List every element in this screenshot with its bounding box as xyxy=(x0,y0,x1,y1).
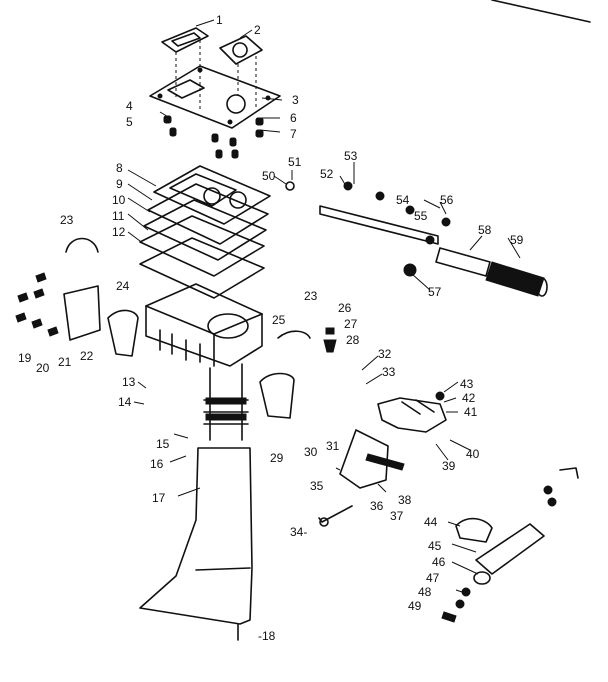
part-label-31: 31 xyxy=(326,439,340,453)
screws-parts-4-7 xyxy=(163,115,264,159)
swivel-bracket-parts-41-43 xyxy=(377,391,447,433)
part-label-50: 50 xyxy=(262,169,276,183)
part-label-9: 9 xyxy=(116,177,123,191)
part-label-23-right: 23 xyxy=(304,289,318,303)
part-label-33: 33 xyxy=(382,365,396,379)
part-label-29: 29 xyxy=(270,451,284,465)
part-label-5: 5 xyxy=(126,115,133,129)
part-label-12: 12 xyxy=(112,225,126,239)
part-label-20: 20 xyxy=(36,361,50,375)
cover-plate-part-1 xyxy=(161,27,209,53)
part-label-1: 1 xyxy=(216,13,223,27)
part-label-57: 57 xyxy=(428,285,442,299)
lower-leg-part-17 xyxy=(139,447,253,641)
pin-part-34 xyxy=(318,505,353,523)
part-label-49: 49 xyxy=(408,599,422,613)
part-label-54: 54 xyxy=(396,193,410,207)
part-label-32: 32 xyxy=(378,347,392,361)
part-label-2: 2 xyxy=(254,23,261,37)
part-label-34: 34- xyxy=(290,525,308,539)
part-label-22: 22 xyxy=(80,349,94,363)
nut-part-50 xyxy=(285,181,295,191)
part-label-14: 14 xyxy=(118,395,132,409)
part-label-26: 26 xyxy=(338,301,352,315)
part-label-11: 11 xyxy=(112,209,125,223)
part-label-52: 52 xyxy=(320,167,334,181)
housing xyxy=(145,283,263,367)
part-label-27: 27 xyxy=(344,317,358,331)
part-label-17: 17 xyxy=(152,491,166,505)
clip-part-24 xyxy=(107,309,139,357)
part-label-51: 51 xyxy=(288,155,302,169)
part-label-39: 39 xyxy=(442,459,456,473)
part-label-46: 46 xyxy=(432,555,446,569)
cap-plate-part-2 xyxy=(219,35,263,65)
part-label-13: 13 xyxy=(122,375,136,389)
plates-parts-8-12 xyxy=(139,165,271,299)
part-label-28: 28 xyxy=(346,333,360,347)
part-label-3: 3 xyxy=(292,93,299,107)
bracket-part-23 xyxy=(65,237,99,253)
clamp-parts-35-38 xyxy=(339,429,405,489)
part-label-45: 45 xyxy=(428,539,442,553)
part-label-48: 48 xyxy=(418,585,432,599)
part-label-55: 55 xyxy=(414,209,428,223)
part-label-4: 4 xyxy=(126,99,133,113)
part-label-24: 24 xyxy=(116,279,130,293)
part-label-38: 38 xyxy=(398,493,412,507)
part-label-42: 42 xyxy=(462,391,476,405)
part-label-8: 8 xyxy=(116,161,123,175)
part-label-59: 59 xyxy=(510,233,524,247)
part-label-16: 16 xyxy=(150,457,164,471)
part-label-23-left: 23 xyxy=(60,213,74,227)
edge-stroke xyxy=(491,0,591,23)
part-label-37: 37 xyxy=(390,509,404,523)
part-label-53: 53 xyxy=(344,149,358,163)
part-label-10: 10 xyxy=(112,193,126,207)
clip-part-25 xyxy=(277,330,311,339)
part-label-47: 47 xyxy=(426,571,440,585)
clamp-part-29 xyxy=(259,372,295,419)
part-label-18: -18 xyxy=(258,629,276,643)
bracket-parts-44-49 xyxy=(441,467,579,623)
part-label-58: 58 xyxy=(478,223,492,237)
fitting-parts-26-28 xyxy=(323,327,337,353)
part-label-44: 44 xyxy=(424,515,438,529)
bolts-parts-19-22 xyxy=(15,272,101,341)
part-label-40: 40 xyxy=(466,447,480,461)
part-label-7: 7 xyxy=(290,127,297,141)
part-label-25: 25 xyxy=(272,313,286,327)
part-label-56: 56 xyxy=(440,193,454,207)
part-label-6: 6 xyxy=(290,111,297,125)
part-label-19: 19 xyxy=(18,351,32,365)
part-label-15: 15 xyxy=(156,437,170,451)
nut-part-57 xyxy=(403,263,417,277)
part-label-41: 41 xyxy=(464,405,478,419)
part-label-21: 21 xyxy=(58,355,72,369)
part-label-30: 30 xyxy=(304,445,318,459)
drive-shaft-tube xyxy=(203,363,249,441)
part-label-35: 35 xyxy=(310,479,324,493)
part-label-36: 36 xyxy=(370,499,384,513)
grip-part-59 xyxy=(485,261,548,297)
tube-part-58 xyxy=(435,247,491,277)
rod-part-54 xyxy=(319,181,451,245)
part-label-43: 43 xyxy=(460,377,474,391)
leader-lines xyxy=(127,19,521,605)
